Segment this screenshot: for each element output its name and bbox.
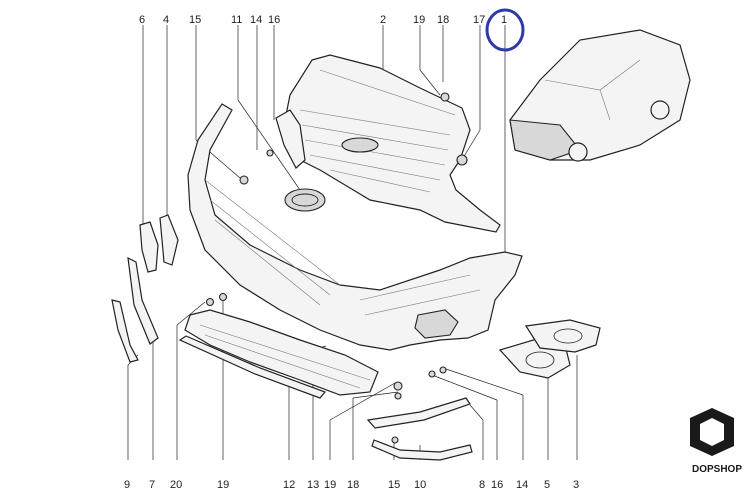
car-thumbnail (509, 29, 691, 162)
callout-19: 19 (413, 14, 425, 26)
callout-18-bottom: 18 (347, 479, 359, 491)
callout-14: 14 (250, 14, 262, 26)
callout-labels: 6 4 15 11 14 16 2 19 18 17 1 9 7 20 19 1… (124, 14, 579, 491)
part-bracket-4 (159, 214, 179, 266)
callout-13: 13 (307, 479, 319, 491)
callout-9: 9 (124, 479, 130, 491)
part-bracket-6 (139, 221, 159, 273)
part-fasteners (205, 92, 468, 444)
logo-icon (690, 408, 734, 456)
part-trim-8 (366, 397, 471, 429)
part-trim-10 (371, 439, 473, 461)
callout-6: 6 (139, 14, 145, 26)
callout-4: 4 (163, 14, 169, 26)
callout-16-bottom: 16 (491, 479, 503, 491)
part-bracket-16 (275, 109, 306, 169)
callout-2: 2 (380, 14, 386, 26)
callout-7: 7 (149, 479, 155, 491)
callout-12: 12 (283, 479, 295, 491)
callout-5: 5 (544, 479, 550, 491)
callout-14-bottom: 14 (516, 479, 528, 491)
brand-logo: DOPSHOP (690, 408, 742, 475)
part-strip-9 (111, 299, 139, 363)
part-lower-strip-12 (178, 335, 327, 399)
callout-1: 1 (501, 14, 507, 26)
part-strip-7 (127, 256, 159, 345)
part-fastener-15 (239, 175, 249, 185)
callout-3: 3 (573, 479, 579, 491)
callout-20: 20 (170, 479, 182, 491)
highlight-circle (485, 8, 525, 52)
brand-name: DOPSHOP (692, 464, 742, 475)
callout-16: 16 (268, 14, 280, 26)
callout-19-center: 19 (324, 479, 336, 491)
callout-11: 11 (231, 14, 242, 26)
part-bumper-cover (187, 103, 523, 351)
part-lower-grille (184, 309, 379, 396)
part-bezel-3 (524, 319, 601, 353)
callout-15: 15 (189, 14, 201, 26)
callout-17: 17 (473, 14, 485, 26)
callout-19-bottom: 19 (217, 479, 229, 491)
callout-10: 10 (414, 479, 426, 491)
callout-15-bottom: 15 (388, 479, 400, 491)
callout-8: 8 (479, 479, 485, 491)
callout-18: 18 (437, 14, 449, 26)
emblem-icon (284, 188, 326, 212)
